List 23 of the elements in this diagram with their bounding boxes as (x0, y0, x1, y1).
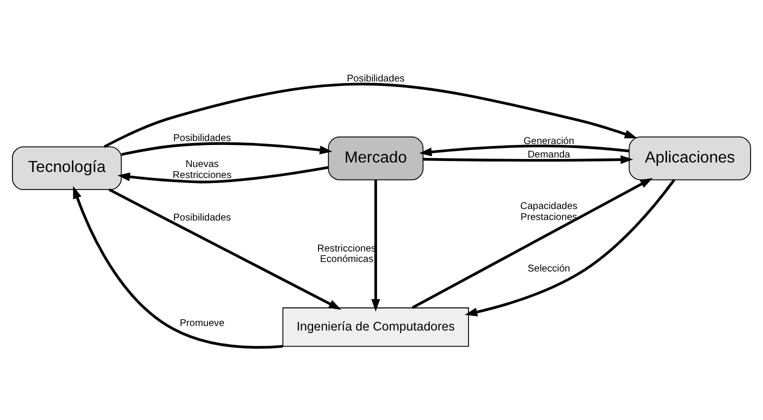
edge-label: Posibilidades (346, 72, 405, 84)
edge-label: Posibilidades (173, 132, 231, 144)
node-box: Mercado (328, 136, 424, 180)
arrow (423, 154, 634, 164)
edge-label: Posibilidades (173, 212, 231, 224)
arrow (412, 177, 653, 308)
arrow (419, 144, 630, 156)
arrow (464, 178, 676, 316)
edge-label: Demanda (528, 148, 570, 160)
arrow (108, 188, 342, 310)
arrow (73, 186, 283, 348)
edge-label: Capacidades Prestaciones (520, 200, 578, 222)
node-box: Tecnología (12, 146, 122, 190)
arrow (104, 82, 638, 148)
node-box: Ingeniería de Computadores (282, 306, 469, 346)
edge-label: Generación (524, 135, 574, 146)
arrow (371, 179, 380, 312)
arrow (121, 142, 332, 156)
node-box: Aplicaciones (628, 136, 752, 180)
edge-label: Selección (528, 263, 570, 274)
edge-label: Nuevas Restricciones (172, 158, 232, 180)
edge-label: Promueve (180, 318, 224, 328)
arrow (117, 166, 328, 183)
